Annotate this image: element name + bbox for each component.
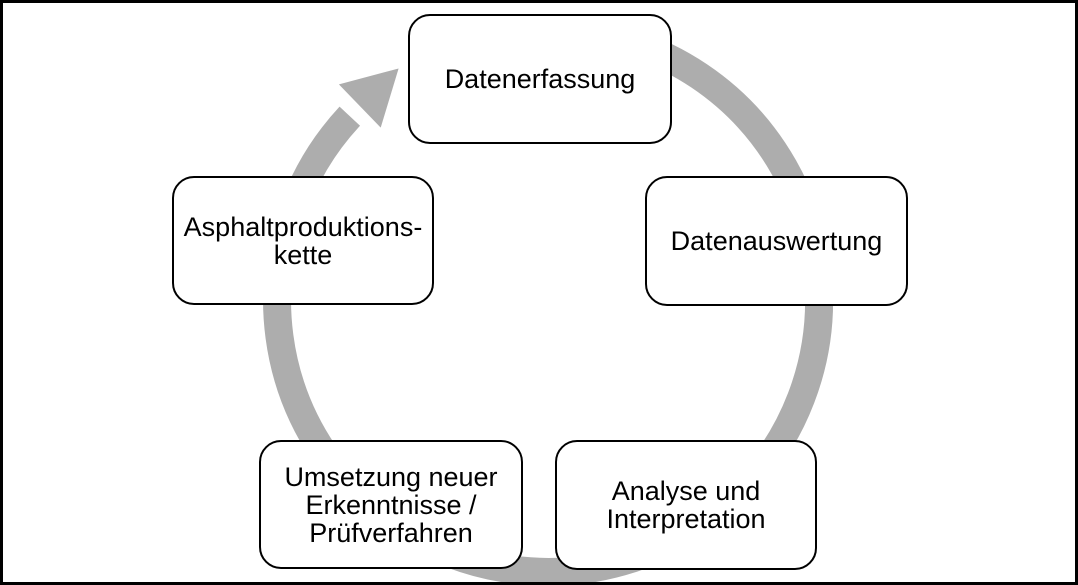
node-asphaltproduktionskette: Asphaltproduktions- kette bbox=[172, 176, 434, 305]
node-datenerfassung: Datenerfassung bbox=[408, 14, 672, 144]
node-label: Umsetzung neuer Erkenntnisse / Prüfverfa… bbox=[284, 461, 498, 548]
node-label: Datenauswertung bbox=[670, 226, 883, 256]
node-label: Analyse und Interpretation bbox=[606, 476, 766, 534]
node-label: Datenerfassung bbox=[444, 64, 636, 94]
cycle-arrowhead-icon bbox=[338, 68, 399, 128]
node-datenauswertung: Datenauswertung bbox=[645, 176, 908, 306]
node-analyse-und-interpretation: Analyse und Interpretation bbox=[555, 440, 817, 570]
node-label: Asphaltproduktions- kette bbox=[183, 211, 423, 270]
node-umsetzung-neuer-erkenntnisse-pruefverfahren: Umsetzung neuer Erkenntnisse / Prüfverfa… bbox=[259, 440, 523, 569]
